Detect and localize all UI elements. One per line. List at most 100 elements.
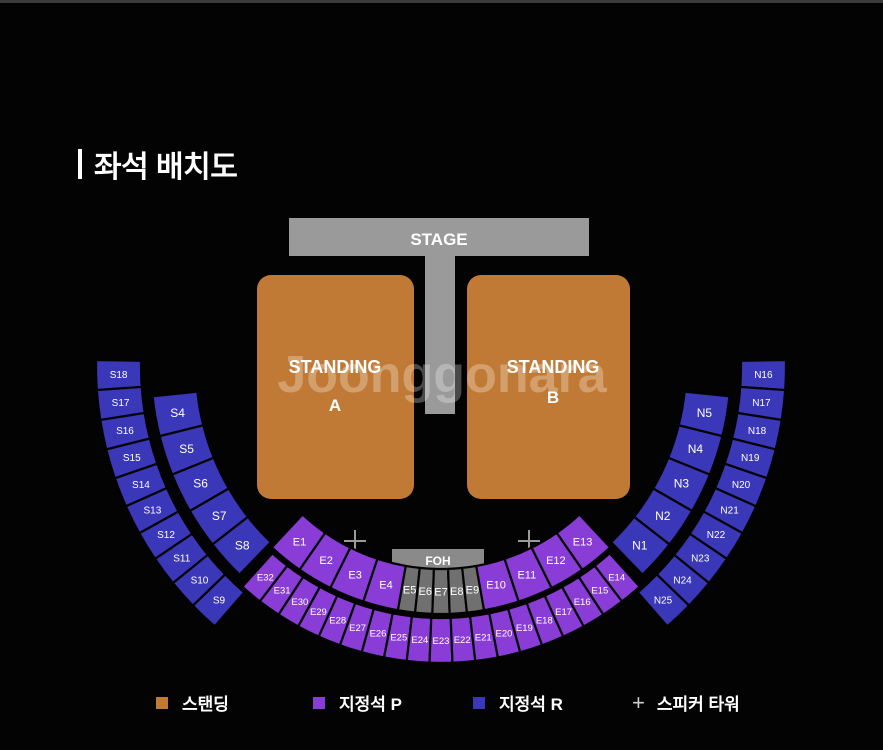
section-label: N20 [732, 480, 751, 491]
section-label: S12 [157, 530, 175, 541]
section-label: S4 [170, 406, 185, 420]
watermark: Joonggonara [277, 346, 607, 404]
speaker-tower-right [518, 530, 540, 552]
section-n1[interactable]: N1 [610, 515, 671, 576]
section-s18[interactable]: S18 [94, 358, 143, 392]
section-e8[interactable]: E8 [446, 566, 469, 615]
standing-a-label: STANDING [289, 357, 382, 377]
section-label: E13 [573, 537, 593, 549]
section-label: E19 [516, 623, 533, 634]
section-label: E27 [349, 623, 366, 634]
section-label: E10 [486, 580, 506, 592]
section-n25[interactable]: N25 [636, 573, 691, 628]
section-label: E9 [466, 584, 479, 596]
section-label: N4 [688, 442, 704, 456]
foh-label: FOH [425, 554, 450, 568]
section-label: E26 [370, 629, 387, 640]
section-shape[interactable] [211, 515, 272, 576]
section-s4[interactable]: S4 [151, 390, 205, 438]
section-e13[interactable]: E13 [555, 513, 612, 571]
section-label: E18 [536, 616, 553, 627]
section-label: E4 [379, 580, 392, 592]
stage-runway [425, 256, 455, 414]
section-label: S18 [110, 370, 128, 381]
section-label: E12 [546, 555, 566, 567]
section-label: N21 [720, 505, 739, 516]
section-e24[interactable]: E24 [405, 615, 433, 664]
legend-speaker-tower-label: 스피커 타워 [656, 695, 740, 714]
top-border [0, 0, 883, 3]
section-label: S11 [173, 553, 190, 564]
section-shape[interactable] [191, 573, 246, 628]
section-label: E16 [574, 597, 591, 608]
section-label: E11 [517, 569, 536, 581]
standing-b-label: STANDING [507, 357, 600, 377]
section-label: E25 [390, 633, 407, 644]
section-label: E28 [329, 616, 346, 627]
section-label: N1 [632, 538, 648, 552]
section-e14[interactable]: E14 [593, 552, 641, 603]
section-label: E7 [434, 586, 447, 598]
section-label: E3 [348, 569, 361, 581]
section-e7[interactable]: E7 [431, 567, 451, 616]
section-label: E15 [591, 585, 608, 596]
section-label: N2 [655, 509, 671, 523]
legend-designated-r: 지정석 R [473, 690, 563, 715]
section-label: S14 [132, 480, 150, 491]
section-label: N23 [691, 553, 710, 564]
speaker-tower-left [344, 530, 366, 552]
section-label: E14 [608, 572, 625, 583]
section-label: S5 [179, 442, 194, 456]
section-s9[interactable]: S9 [191, 573, 246, 628]
section-label: S15 [123, 453, 141, 464]
section-label: N18 [748, 426, 767, 437]
page-title: 좌석 배치도 [78, 142, 238, 186]
title-bar [78, 149, 82, 179]
legend-standing-label: 스탠딩 [182, 695, 229, 714]
section-label: S9 [213, 596, 226, 607]
legend-designated-r-label: 지정석 R [499, 695, 563, 714]
section-label: S10 [191, 575, 209, 586]
legend-speaker-tower: + 스피커 타워 [632, 690, 740, 715]
section-label: N17 [752, 398, 771, 409]
section-s8[interactable]: S8 [211, 515, 272, 576]
section-label: E1 [293, 537, 306, 549]
designated-p-swatch [313, 696, 325, 709]
section-label: N5 [697, 406, 713, 420]
section-label: N16 [754, 370, 773, 381]
speaker-v [528, 530, 530, 552]
section-label: S8 [235, 538, 250, 552]
section-label: N19 [741, 453, 760, 464]
stage: STAGE [289, 218, 589, 414]
section-label: N22 [707, 530, 726, 541]
section-e23[interactable]: E23 [428, 616, 454, 665]
legend-standing: 스탠딩 [156, 690, 229, 715]
standing-b-area[interactable] [467, 275, 630, 499]
section-label: E20 [496, 629, 513, 640]
section-label: E29 [310, 607, 327, 618]
standing-a-area[interactable] [257, 275, 414, 499]
section-shape[interactable] [555, 513, 612, 571]
section-shape[interactable] [610, 515, 671, 576]
section-label: E8 [450, 586, 463, 598]
section-label: N25 [654, 596, 673, 607]
section-label: N24 [673, 575, 692, 586]
section-label: E17 [555, 607, 572, 618]
section-label: S17 [112, 398, 130, 409]
section-n16[interactable]: N16 [739, 358, 788, 392]
stage-top [289, 218, 589, 256]
section-shape[interactable] [636, 573, 691, 628]
plus-icon: + [632, 689, 645, 715]
section-label: S6 [193, 477, 208, 491]
speaker-v [354, 530, 356, 552]
section-label: E32 [257, 572, 274, 583]
standing-a[interactable]: STANDING A [257, 275, 414, 499]
standing-b[interactable]: STANDING B [467, 275, 630, 499]
section-label: S13 [143, 505, 161, 516]
section-label: E2 [319, 555, 332, 567]
section-label: E6 [419, 586, 432, 598]
section-shape[interactable] [593, 552, 641, 603]
section-label: E22 [454, 635, 471, 646]
